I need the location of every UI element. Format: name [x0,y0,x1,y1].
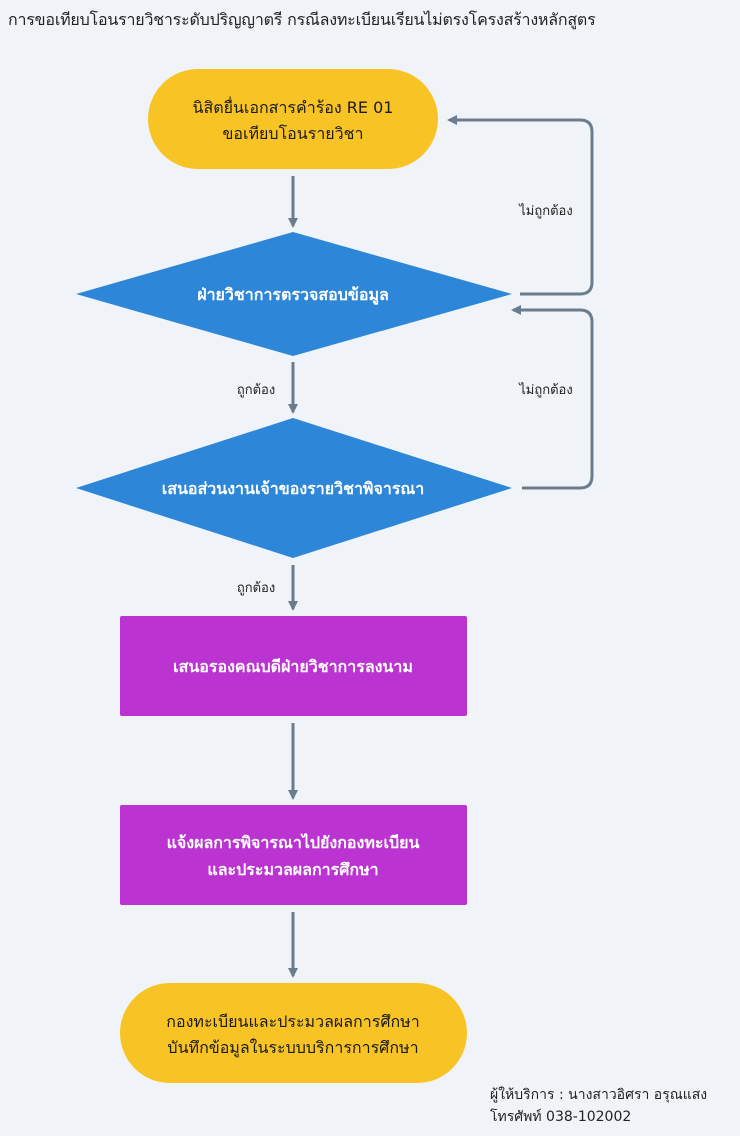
node-notify-line1: แจ้งผลการพิจารณาไปยังกองทะเบียน [167,833,420,852]
node-end: กองทะเบียนและประมวลผลการศึกษา บันทึกข้อม… [120,983,467,1083]
node-end-line1: กองทะเบียนและประมวลผลการศึกษา [166,1012,419,1031]
loop-check-to-start [447,115,594,296]
node-start-line2: ขอเทียบโอนรายวิชา [222,124,363,143]
contact-footer: ผู้ให้บริการ : นางสาวอิศรา อรุณแสง โทรศั… [490,1084,740,1128]
page-title: การขอเทียบโอนรายวิชาระดับปริญญาตรี กรณีล… [8,10,596,29]
node-check-shape [76,232,512,356]
node-sign-shape [120,616,467,716]
node-owner: เสนอส่วนงานเจ้าของรายวิชาพิจารณา [76,418,512,558]
edge-label-check-yes: ถูกต้อง [237,383,275,398]
edge-label-owner-no: ไม่ถูกต้อง [518,382,572,398]
edge-label-check-no: ไม่ถูกต้อง [518,203,572,219]
node-check: ฝ่ายวิชาการตรวจสอบข้อมูล [76,232,512,356]
node-start: นิสิตยื่นเอกสารคำร้อง RE 01 ขอเทียบโอนรา… [148,69,438,169]
connectors [288,115,594,978]
node-start-line1: นิสิตยื่นเอกสารคำร้อง RE 01 [193,96,394,117]
node-start-shape [148,69,438,169]
node-end-line2: บันทึกข้อมูลในระบบบริการการศึกษา [167,1038,418,1058]
node-end-shape [120,983,467,1083]
node-notify-shape [120,805,467,905]
node-sign-label: เสนอรองคณบดีฝ่ายวิชาการลงนาม [173,657,413,676]
edge-label-owner-yes: ถูกต้อง [237,581,275,596]
phone-text: โทรศัพท์ 038-102002 [490,1109,632,1125]
node-check-label: ฝ่ายวิชาการตรวจสอบข้อมูล [197,285,389,306]
loop-owner-to-check [511,305,594,490]
provider-text: ผู้ให้บริการ : นางสาวอิศรา อรุณแสง [490,1087,708,1103]
node-notify: แจ้งผลการพิจารณาไปยังกองทะเบียน และประมว… [120,805,467,905]
node-notify-line2: และประมวลผลการศึกษา [207,860,378,879]
node-owner-shape [76,418,512,558]
node-owner-label: เสนอส่วนงานเจ้าของรายวิชาพิจารณา [162,479,425,498]
node-sign: เสนอรองคณบดีฝ่ายวิชาการลงนาม [120,616,467,716]
